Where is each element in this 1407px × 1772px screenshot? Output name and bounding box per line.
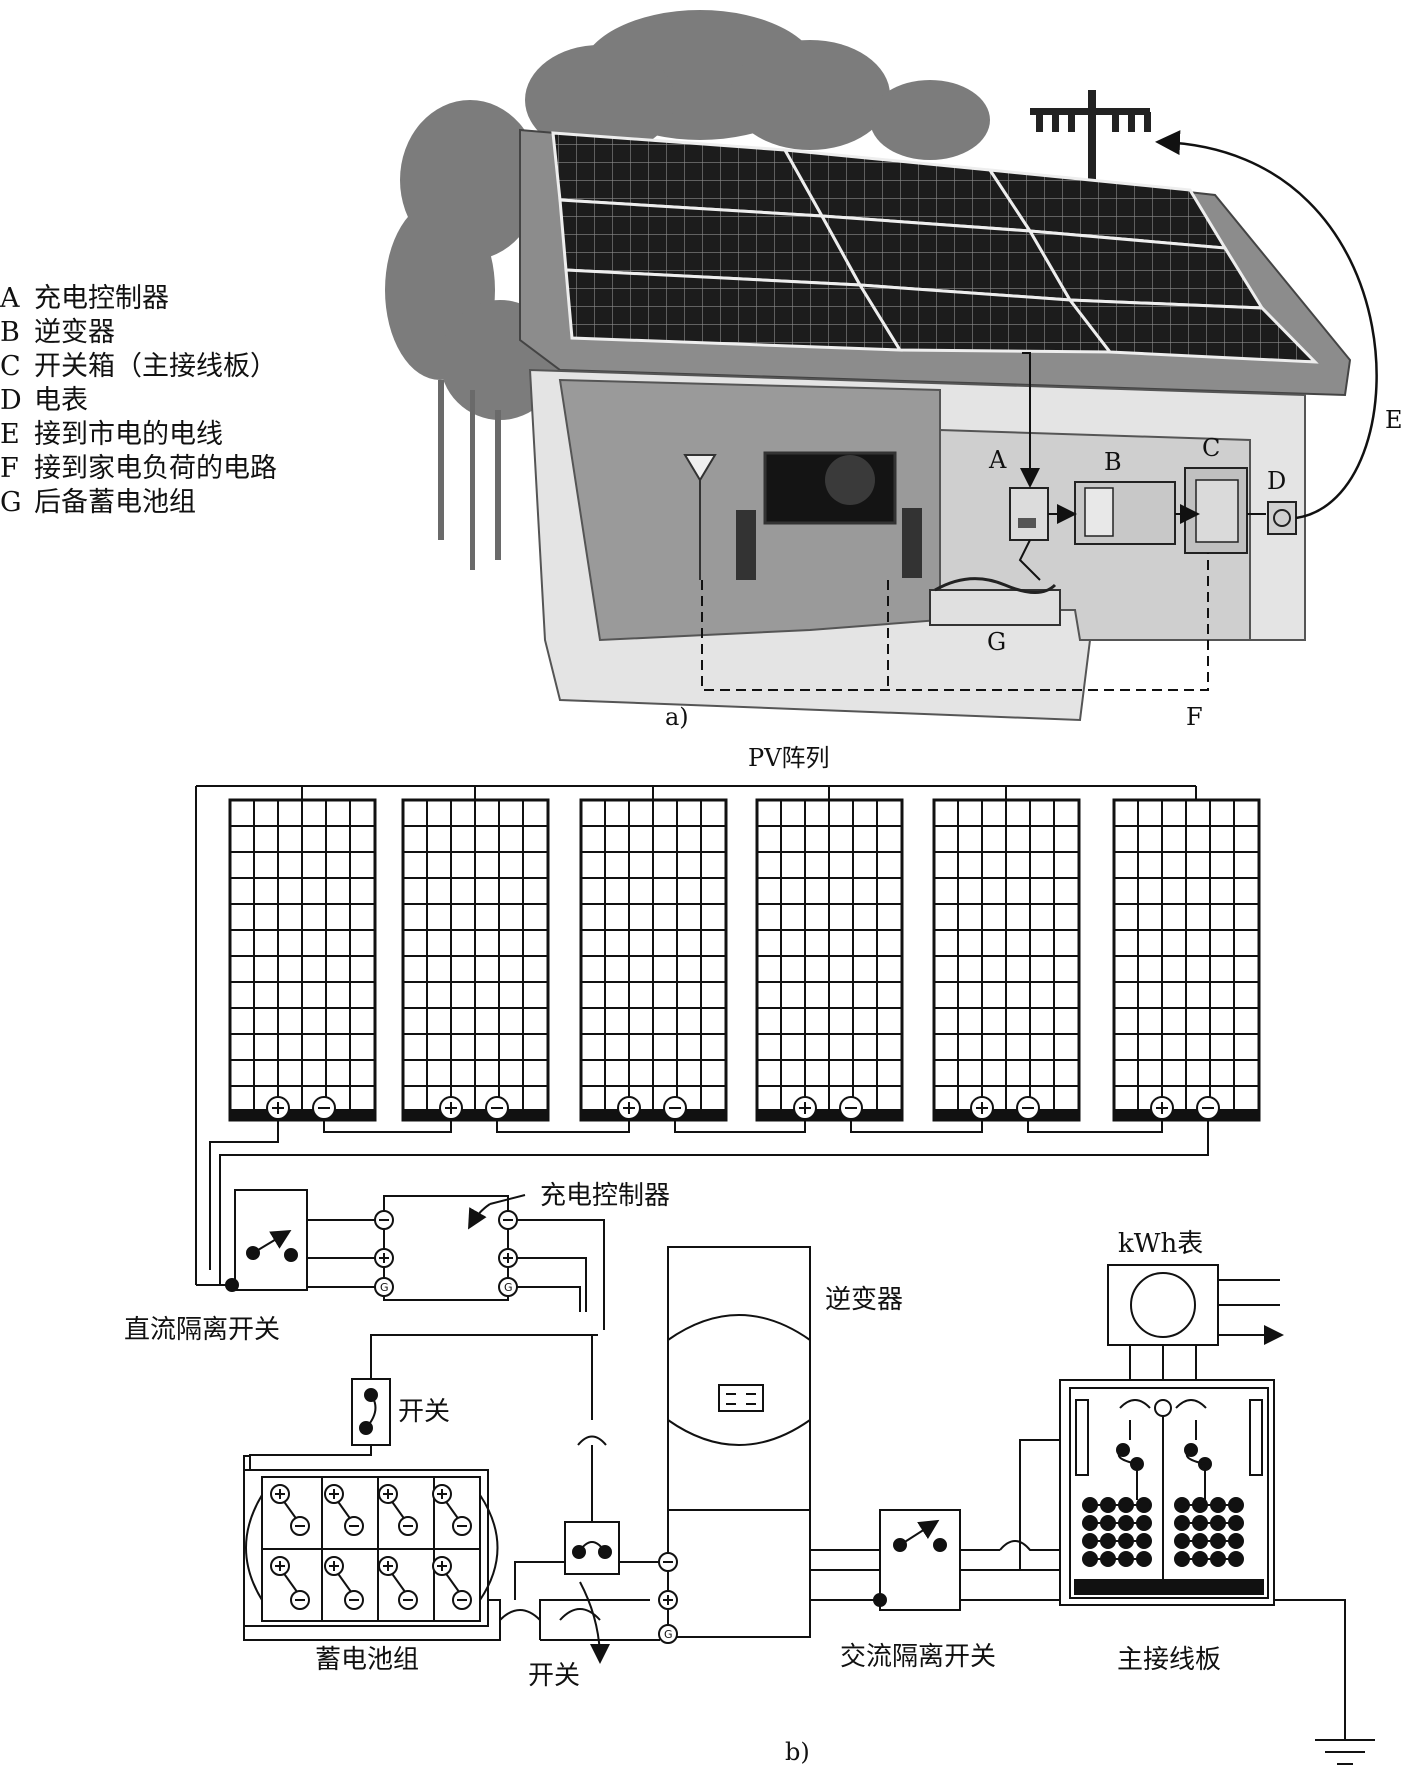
switch-top-label: 开关 xyxy=(398,1397,450,1427)
marker-c: C xyxy=(1202,434,1220,462)
grid-line-e xyxy=(1155,130,1378,520)
main-panel xyxy=(1059,1379,1275,1606)
floor-lamp xyxy=(683,454,717,482)
dc-isolator-switch xyxy=(234,1189,308,1291)
charge-controller-label: 充电控制器 xyxy=(540,1181,670,1211)
inverter xyxy=(667,1246,811,1638)
house-illustration: A B C D E F G a) xyxy=(385,10,1403,731)
inverter-label: 逆变器 xyxy=(825,1285,903,1315)
terminal-ground: G xyxy=(664,1628,673,1641)
charge-controller-illustration xyxy=(1009,487,1049,541)
pv-modules xyxy=(228,786,1261,1122)
ground-symbol xyxy=(1315,1739,1375,1765)
schematic: PV阵列 xyxy=(124,744,1375,1766)
pv-module xyxy=(932,786,1081,1122)
caption-a: a) xyxy=(665,703,689,731)
caption-b: b) xyxy=(785,1738,810,1766)
pv-module xyxy=(1112,798,1261,1122)
load-circuit-f xyxy=(701,553,1209,691)
ac-switch-label: 交流隔离开关 xyxy=(840,1642,996,1672)
kwh-meter-label: kWh表 xyxy=(1118,1229,1203,1259)
pv-module xyxy=(228,786,377,1122)
meter-illustration xyxy=(1267,501,1297,535)
ac-isolator-switch xyxy=(879,1509,961,1611)
roof-solar-array xyxy=(551,131,1319,364)
marker-a: A xyxy=(988,446,1007,474)
pv-module xyxy=(755,786,904,1122)
battery-bank-illustration xyxy=(929,589,1061,626)
charge-controller-box xyxy=(383,1195,509,1301)
utility-pole-illustration xyxy=(1030,90,1151,180)
terminal-ground: G xyxy=(504,1281,513,1294)
pv-module xyxy=(401,786,550,1122)
marker-e: E xyxy=(1385,406,1403,434)
dc-switch-label: 直流隔离开关 xyxy=(124,1315,280,1345)
speaker-right xyxy=(902,508,922,578)
pv-array-title: PV阵列 xyxy=(748,744,829,772)
switch-bottom-label: 开关 xyxy=(528,1661,580,1691)
terminal-ground: G xyxy=(380,1281,389,1294)
battery-label: 蓄电池组 xyxy=(315,1645,419,1675)
switch-bottom xyxy=(564,1521,620,1575)
main-panel-label: 主接线板 xyxy=(1117,1645,1221,1675)
marker-g: G xyxy=(987,628,1006,656)
marker-d: D xyxy=(1267,467,1286,495)
speaker-left xyxy=(736,510,756,580)
pv-module xyxy=(579,786,728,1122)
marker-b: B xyxy=(1104,448,1122,476)
marker-f: F xyxy=(1186,703,1203,731)
trees-illustration xyxy=(385,10,990,570)
